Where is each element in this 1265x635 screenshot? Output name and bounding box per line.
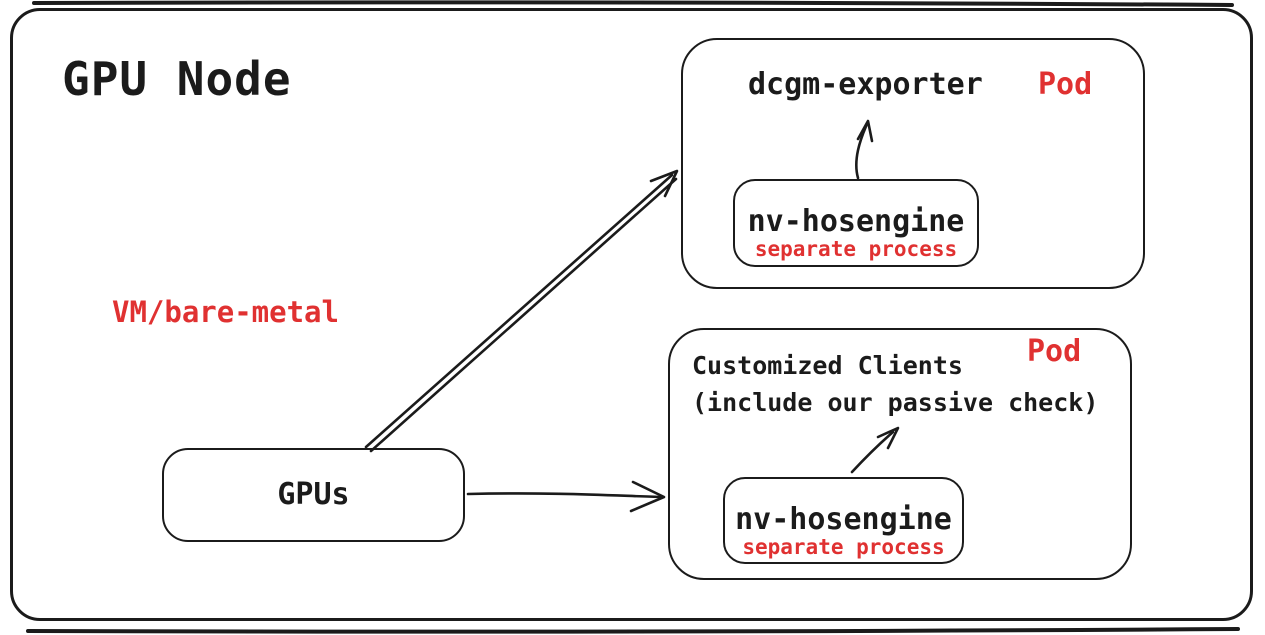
gpus-label: GPUs: [277, 477, 350, 512]
pod-badge-top: Pod: [1038, 67, 1093, 102]
dcgm-exporter-label: dcgm-exporter: [748, 67, 983, 102]
vm-bare-metal-label: VM/bare-metal: [112, 295, 339, 329]
customized-clients-label: Customized Clients (include our passive …: [692, 347, 1098, 421]
page-title: GPU Node: [62, 52, 292, 106]
customized-clients-line1: Customized Clients: [692, 351, 963, 380]
nv-hosengine-label: nv-hosengine: [747, 204, 965, 239]
separate-process-note: separate process: [754, 237, 958, 261]
gpu-node-frame: [10, 8, 1253, 621]
customized-clients-line2: (include our passive check): [692, 388, 1099, 417]
nv-hosengine-box-bottom: nv-hosengine separate process: [723, 477, 964, 564]
separate-process-note: separate process: [742, 535, 945, 559]
gpus-box: GPUs: [162, 448, 465, 542]
nv-hosengine-box-top: nv-hosengine separate process: [733, 179, 979, 267]
frame-top-sketch-stroke: [32, 0, 1234, 7]
pod-badge-bottom: Pod: [1027, 334, 1082, 369]
frame-bottom-sketch-stroke: [26, 627, 1240, 634]
nv-hosengine-label: nv-hosengine: [735, 502, 952, 537]
